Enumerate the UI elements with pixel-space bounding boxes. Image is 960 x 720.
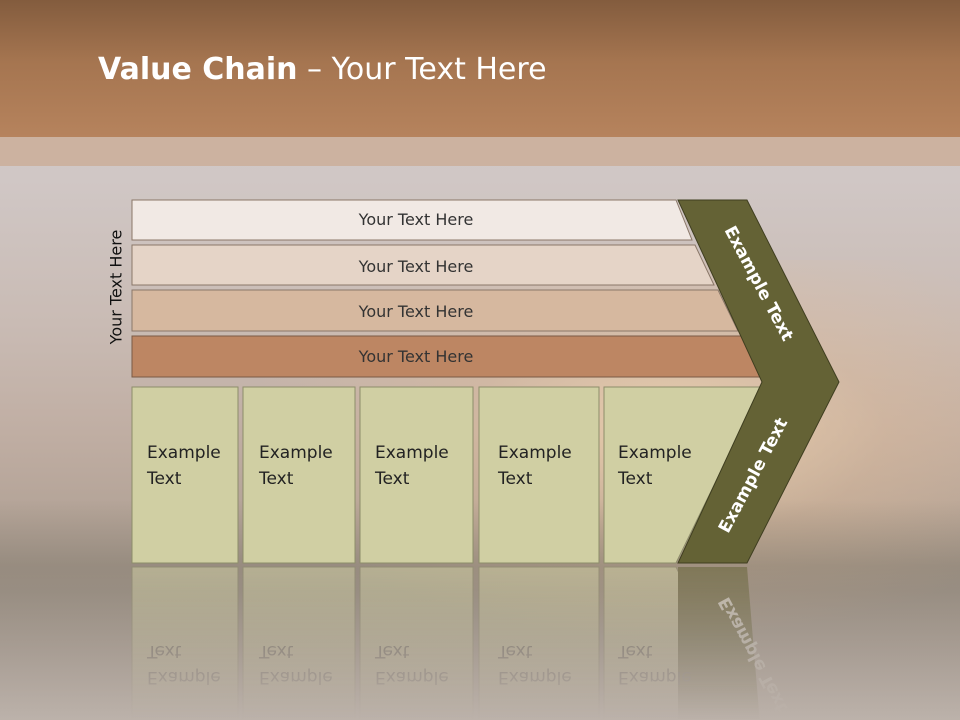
reflection: Example Text Example Text Example Text E… xyxy=(131,566,792,720)
column-5[interactable]: Example Text xyxy=(603,386,763,564)
row-1[interactable]: Your Text Here xyxy=(131,199,693,241)
row-3[interactable]: Your Text Here xyxy=(131,289,739,332)
reflection-column-2-line2: Text xyxy=(258,641,294,661)
column-3[interactable]: Example Text xyxy=(359,386,474,564)
column-4-line2: Text xyxy=(497,469,533,489)
title-bold: Value Chain xyxy=(98,52,298,87)
reflection-column-5-line2: Text xyxy=(617,641,653,661)
column-5-line1: Example xyxy=(618,443,692,463)
reflection-column-3-line1: Example xyxy=(375,667,449,687)
column-5-line2: Text xyxy=(617,469,653,489)
reflection-column-1-line2: Text xyxy=(146,641,182,661)
row-3-label: Your Text Here xyxy=(358,302,474,321)
column-4-line1: Example xyxy=(498,443,572,463)
row-2-label: Your Text Here xyxy=(358,257,474,276)
page-title[interactable]: Value Chain – Your Text Here xyxy=(98,52,547,87)
reflection-column-3-line2: Text xyxy=(374,641,410,661)
reflection-column-2-line1: Example xyxy=(259,667,333,687)
reflection-column-4-line2: Text xyxy=(497,641,533,661)
column-2[interactable]: Example Text xyxy=(242,386,356,564)
column-1[interactable]: Example Text xyxy=(131,386,239,564)
row-1-label: Your Text Here xyxy=(358,210,474,229)
header-bar xyxy=(0,0,960,137)
column-3-line1: Example xyxy=(375,443,449,463)
column-1-line1: Example xyxy=(147,443,221,463)
column-4[interactable]: Example Text xyxy=(478,386,600,564)
reflection-column-5-line1: Example xyxy=(618,667,692,687)
row-4-label: Your Text Here xyxy=(358,347,474,366)
header-band xyxy=(0,137,960,166)
column-3-line2: Text xyxy=(374,469,410,489)
column-1-line2: Text xyxy=(146,469,182,489)
title-rest: – Your Text Here xyxy=(297,52,547,87)
column-2-line1: Example xyxy=(259,443,333,463)
reflection-column-1-line1: Example xyxy=(147,667,221,687)
column-2-line2: Text xyxy=(258,469,294,489)
row-2[interactable]: Your Text Here xyxy=(131,244,715,286)
row-4[interactable]: Your Text Here xyxy=(131,335,763,378)
reflection-column-4-line1: Example xyxy=(498,667,572,687)
